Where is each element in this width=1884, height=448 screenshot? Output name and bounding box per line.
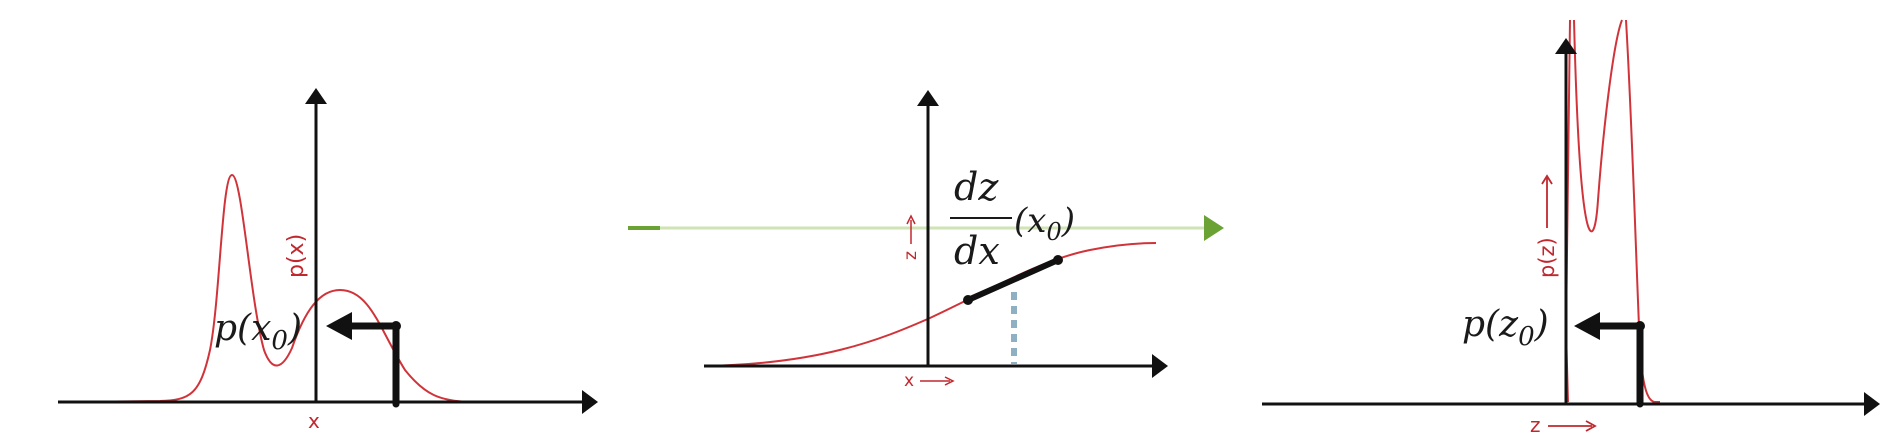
right-x-axis-arrowhead bbox=[1864, 392, 1880, 416]
svg-text:z: z bbox=[1530, 413, 1541, 437]
derivative-label: dz dx (x0) bbox=[950, 165, 1075, 273]
right-mapping-arrowhead bbox=[1574, 312, 1600, 340]
svg-text:dz: dz bbox=[954, 165, 999, 209]
middle-z-label: z bbox=[901, 214, 921, 260]
middle-x-axis-arrowhead bbox=[1152, 354, 1168, 378]
svg-text:(x0): (x0) bbox=[1014, 201, 1075, 246]
tangent-end-right bbox=[1053, 255, 1063, 265]
left-mapping-corner-dot bbox=[391, 321, 401, 331]
right-mapping-corner-dot bbox=[1635, 321, 1645, 331]
left-density-label: p(x) bbox=[284, 234, 309, 278]
green-guide-arrowhead bbox=[1204, 215, 1224, 241]
left-x-axis-arrowhead bbox=[582, 390, 598, 414]
svg-text:z: z bbox=[901, 251, 921, 260]
right-y-axis-arrowhead bbox=[1555, 38, 1577, 54]
right-density-curve bbox=[1564, 19, 1660, 403]
left-axis-label: x bbox=[308, 409, 320, 433]
svg-text:p(z): p(z) bbox=[1535, 237, 1559, 278]
right-axis-label: z bbox=[1530, 413, 1597, 437]
middle-y-axis-arrowhead bbox=[917, 90, 939, 106]
right-value-label: p(z0) bbox=[1462, 304, 1549, 352]
right-panel: p(z) z p(z0) bbox=[1262, 19, 1880, 437]
tangent-segment bbox=[965, 257, 1061, 303]
tangent-end-left bbox=[963, 295, 973, 305]
svg-text:dx: dx bbox=[954, 229, 1000, 273]
middle-x-label: x bbox=[904, 371, 955, 391]
left-mapping-arrowhead bbox=[326, 312, 352, 340]
middle-sigmoid-curve bbox=[703, 242, 1157, 367]
left-value-label: p(x0) bbox=[214, 308, 302, 356]
middle-panel: z x dz dx (x0) bbox=[628, 90, 1224, 391]
right-density-label: p(z) bbox=[1535, 174, 1559, 278]
svg-text:x: x bbox=[904, 371, 914, 391]
svg-text:dx: dx bbox=[1088, 0, 1136, 4]
clipped-top-formula: dx bbox=[1088, 0, 1136, 4]
left-density-curve bbox=[59, 173, 590, 403]
left-panel: p(x) x p(x0) bbox=[58, 88, 598, 433]
left-y-axis-arrowhead bbox=[305, 88, 327, 104]
